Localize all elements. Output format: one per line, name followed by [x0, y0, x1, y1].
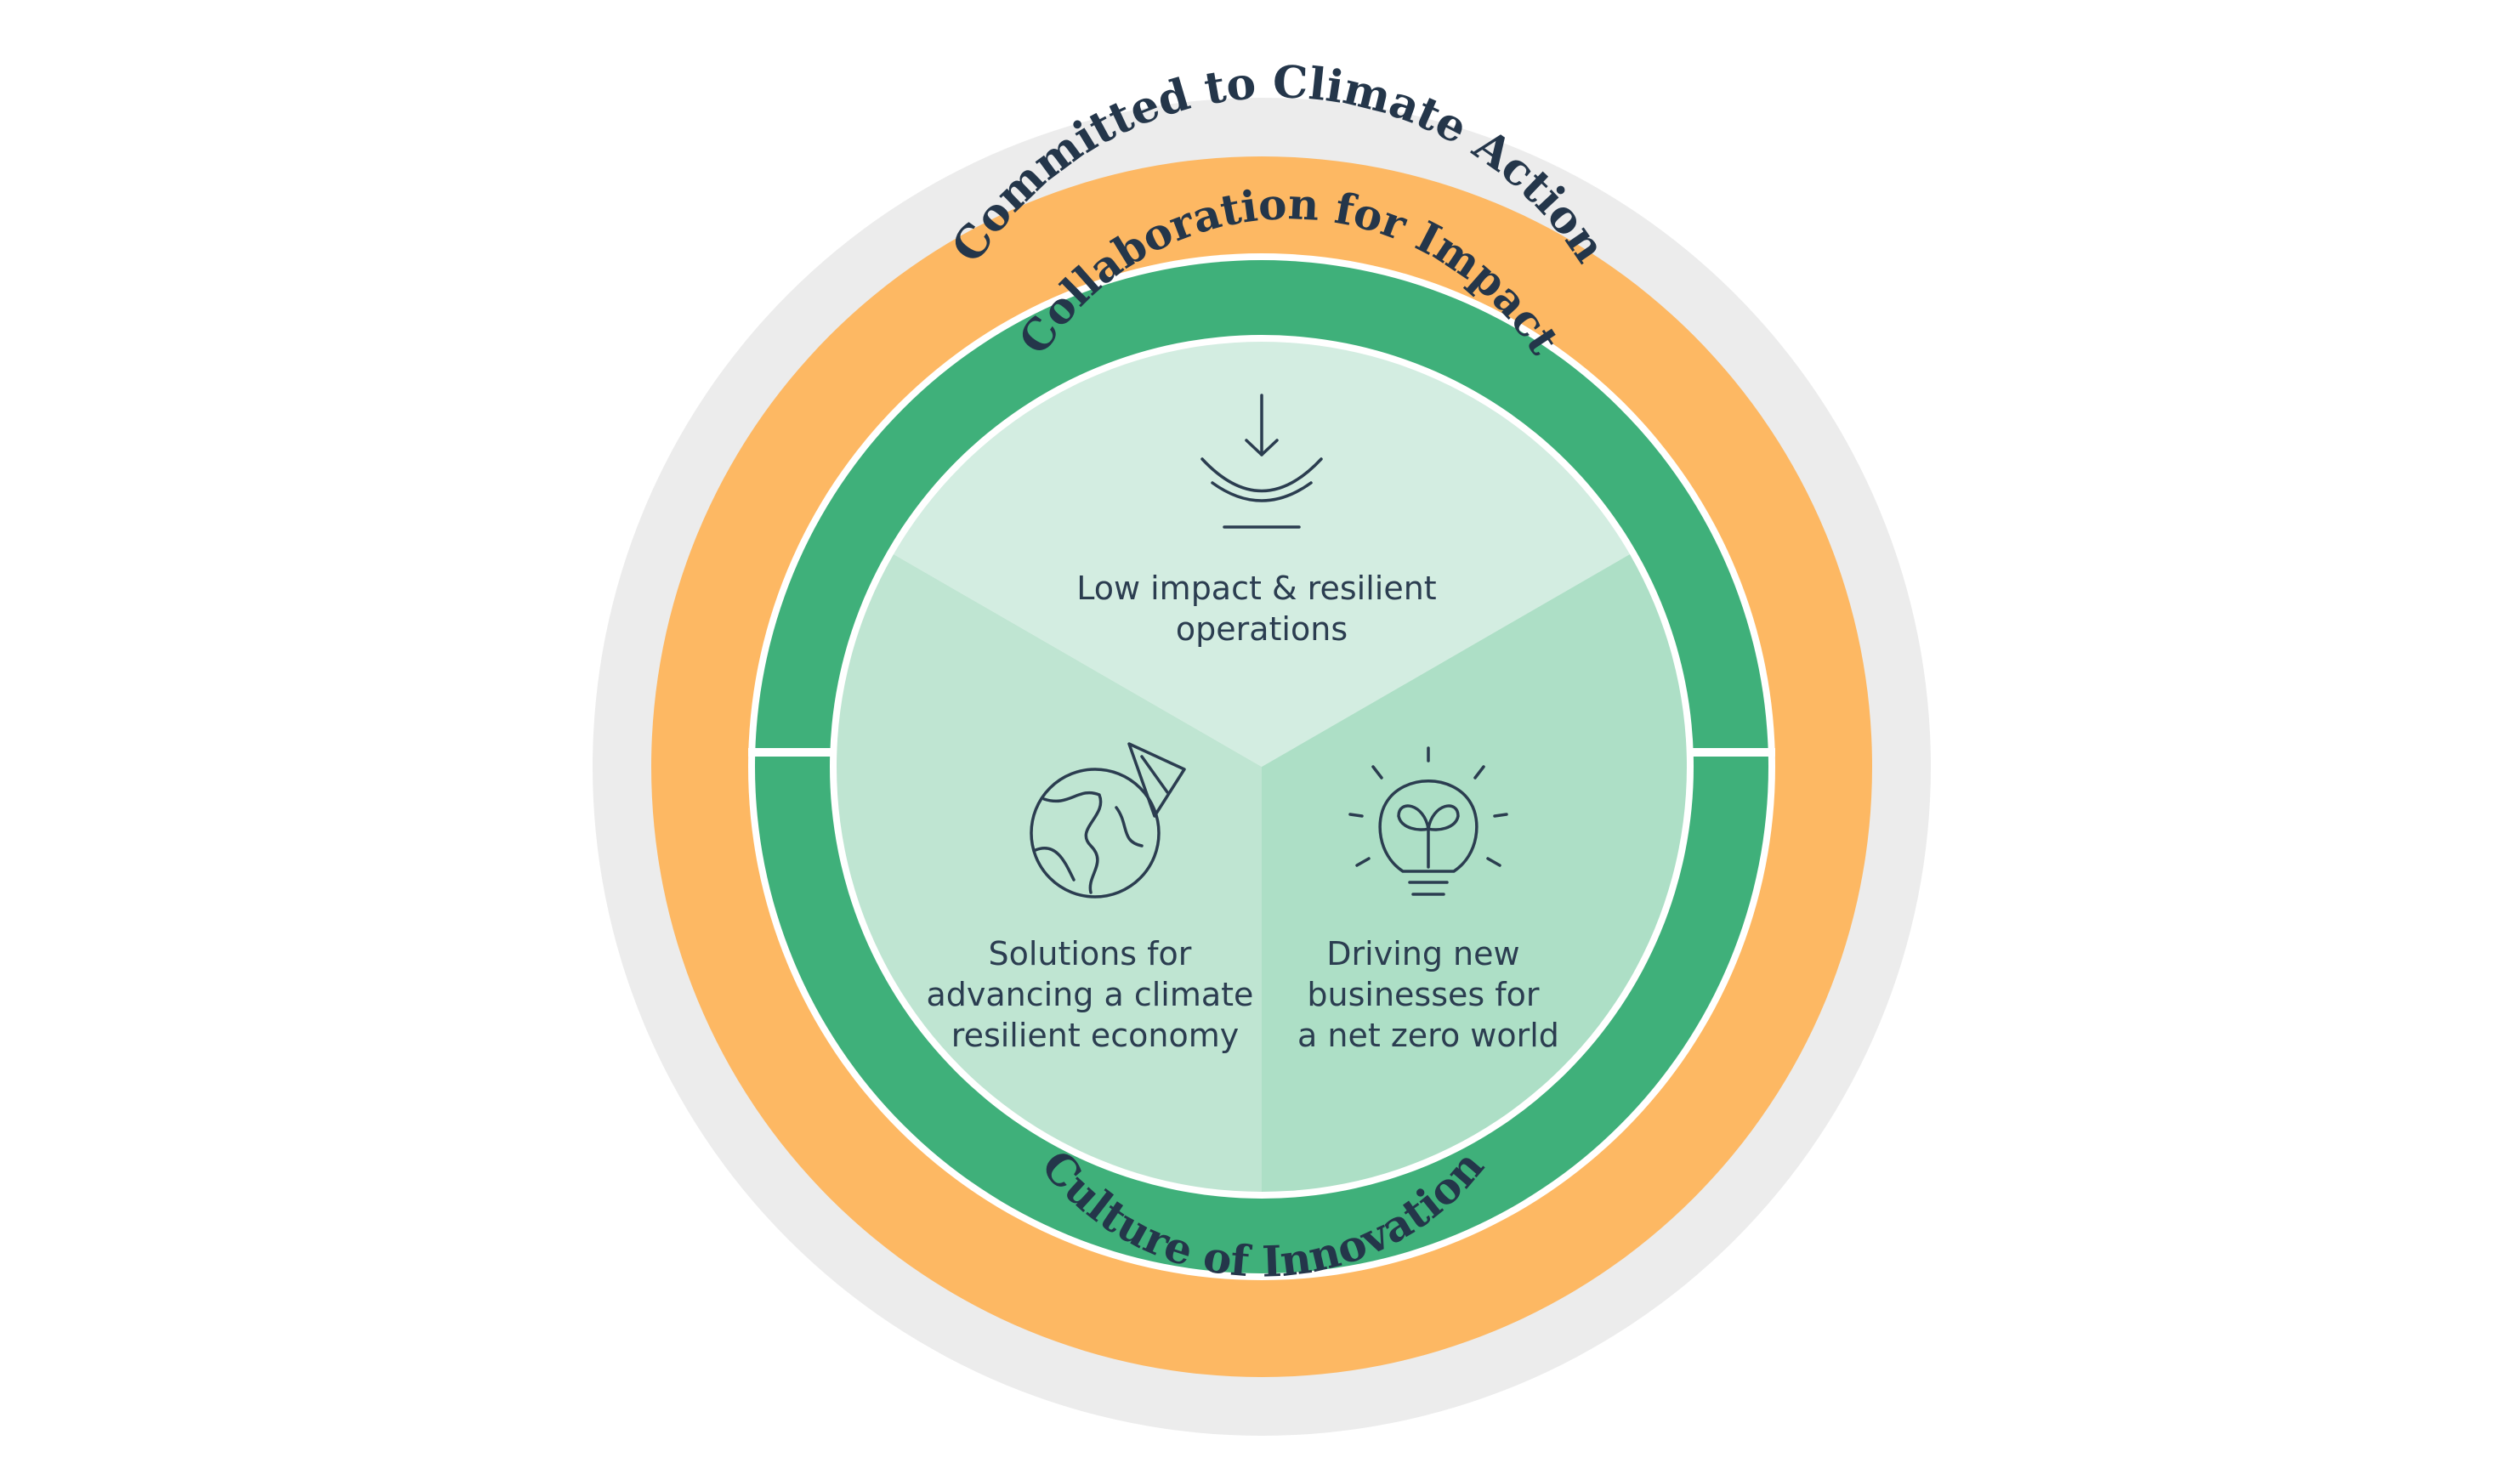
segment-operations	[894, 342, 1630, 767]
segment-solutions-label: Solutions for advancing a climate resili…	[926, 935, 1263, 1054]
segment-businesses-label: Driving new businesses for a net zero wo…	[1297, 935, 1559, 1054]
anchor-wave-icon	[1200, 394, 1323, 529]
segment-businesses-line: a net zero world	[1297, 1017, 1559, 1054]
segment-businesses-line: businesses for	[1307, 976, 1540, 1013]
ring-divider-right	[1665, 748, 1775, 757]
globe-icon	[1030, 742, 1186, 899]
segment-businesses	[1262, 554, 1687, 1192]
segment-solutions-line: resilient economy	[951, 1017, 1239, 1054]
segment-operations-line: operations	[1176, 610, 1348, 648]
ring-divider-left	[748, 748, 859, 757]
segment-operations-line: Low impact & resilient	[1076, 570, 1436, 607]
segment-operations-label: Low impact & resilient operations	[1076, 570, 1447, 648]
lightbulb-sprout-icon	[1348, 746, 1508, 896]
segment-businesses-line: Driving new	[1326, 935, 1519, 972]
segment-solutions	[837, 554, 1262, 1192]
segment-solutions-line: advancing a climate	[926, 976, 1253, 1013]
segments	[837, 342, 1687, 1192]
segment-solutions-line: Solutions for	[988, 935, 1191, 972]
